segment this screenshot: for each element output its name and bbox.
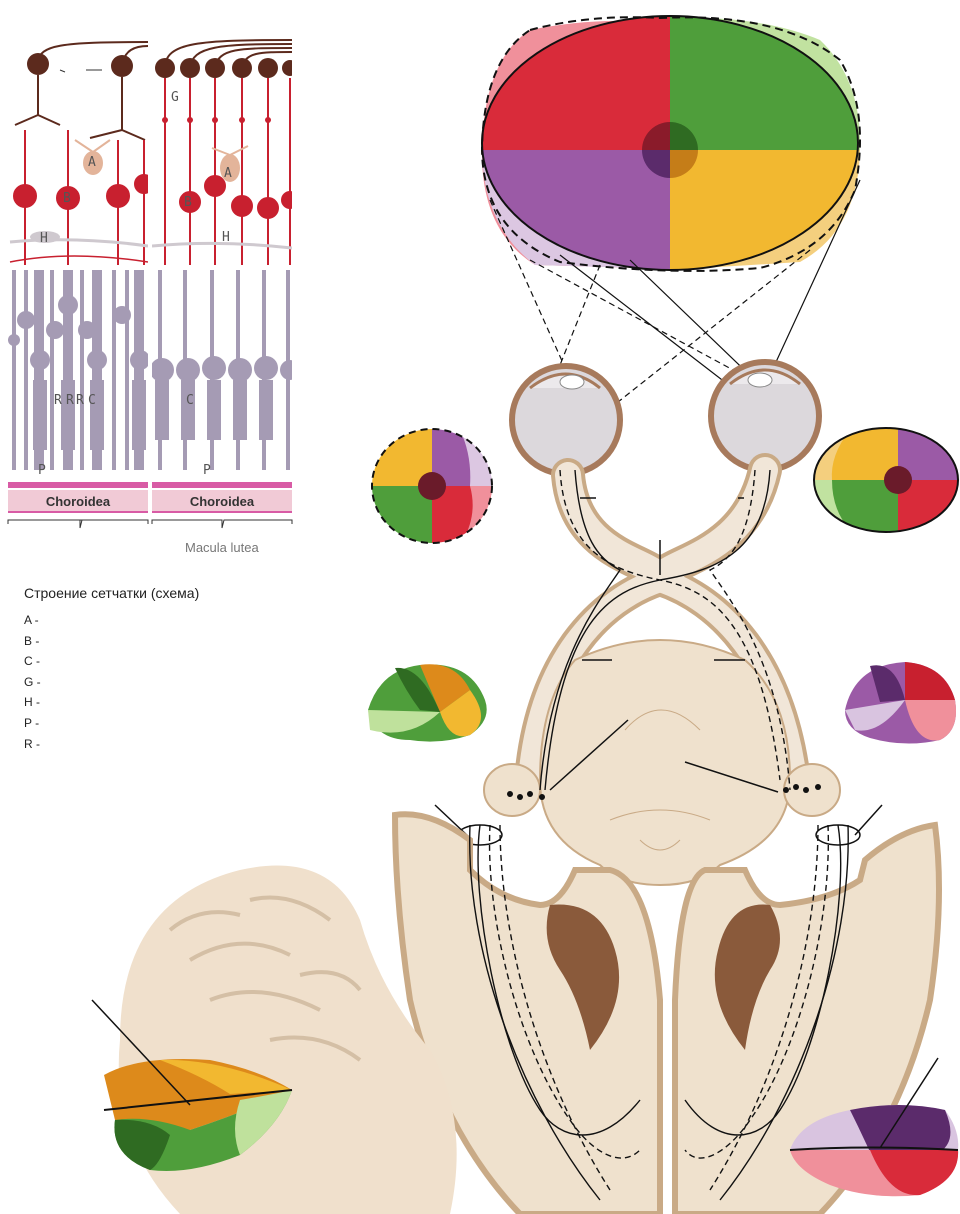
choroidea-label-right: Choroidea	[190, 494, 255, 509]
retina-label-p-right: P	[203, 463, 211, 478]
retina-label-r3: R	[76, 393, 84, 408]
retina-label-r: R	[54, 393, 62, 408]
brainstem	[540, 640, 790, 885]
macular-region	[642, 122, 698, 178]
right-lgn-projection	[845, 662, 956, 744]
choroidea-label-left: Choroidea	[46, 494, 111, 509]
legend-item-h: H -	[24, 692, 41, 713]
retina-label-a-right: A	[224, 166, 232, 181]
pigment-epithelium-right	[152, 482, 292, 488]
retina-label-p: P	[38, 463, 46, 478]
legend-item-r: R -	[24, 734, 41, 755]
legend-item-g: G -	[24, 672, 41, 693]
retina-label-b: B	[63, 191, 71, 206]
retina-label-c-right: C	[186, 393, 194, 408]
retina-label-c: C	[88, 393, 96, 408]
retina-legend: A - B - C - G - H - P - R -	[24, 610, 41, 754]
legend-item-b: B -	[24, 631, 41, 652]
retina-caption: Строение сетчатки (схема)	[24, 585, 199, 601]
retina-label-h-right: H	[222, 230, 230, 245]
legend-item-c: C -	[24, 651, 41, 672]
right-retina-disc	[812, 425, 960, 535]
left-lgn	[484, 764, 540, 816]
retina-label-b-right: B	[184, 195, 192, 210]
pigment-epithelium-left	[8, 482, 148, 488]
retina-label-h: H	[40, 231, 48, 246]
right-lgn	[784, 764, 840, 816]
macula-lutea-label: Macula lutea	[185, 540, 259, 555]
legend-item-p: P -	[24, 713, 41, 734]
retina-label-a: A	[88, 155, 96, 170]
retina-label-r2: R	[66, 393, 74, 408]
retina-label-g: G	[171, 90, 179, 105]
left-eyeball	[512, 366, 620, 474]
left-lgn-projection	[368, 664, 487, 741]
legend-item-a: A -	[24, 610, 41, 631]
